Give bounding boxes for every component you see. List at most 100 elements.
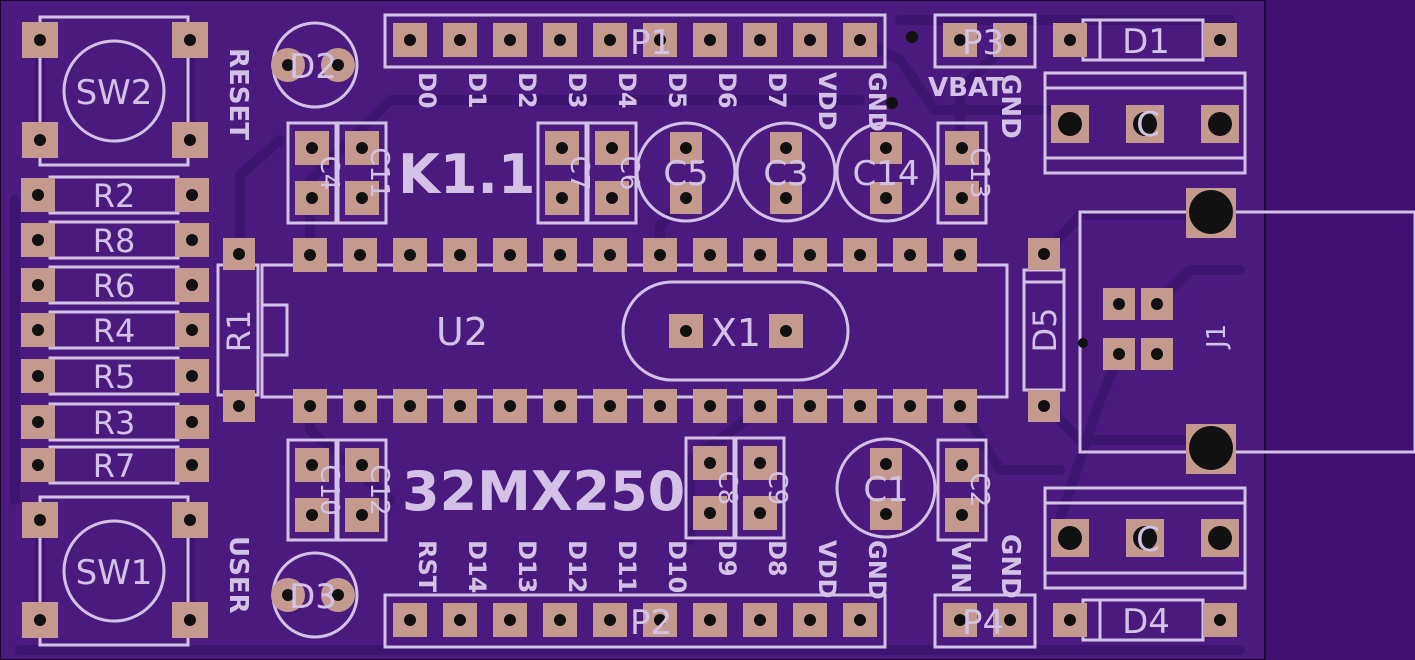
led-d3: D3 [271,551,359,639]
header-p2-pin [693,603,727,637]
c12-label: C12 [364,464,394,515]
p1-pin-label: VDD [813,72,841,130]
vbat-label: VBAT [928,73,1004,103]
ic-u2-pins-bottom [293,389,977,423]
cap-c3: C3 [735,121,837,223]
ic-u2-pin [643,389,677,423]
resistor-r5: R5 [21,356,209,396]
ic-u2-pin [693,389,727,423]
header-p1-pin [843,23,877,57]
header-p1-pin [693,23,727,57]
diode-d4: D4 [1053,598,1237,642]
resistor-r1: R1 [216,238,260,422]
cap-c13: C13 [936,121,994,225]
resistor-pad [21,405,55,439]
resistor-pad [21,268,55,302]
sw2-label: SW2 [76,73,153,113]
resistor-pad [21,313,55,347]
cap-pad [743,496,777,530]
r6-label: R6 [93,267,136,305]
cap-c12: C12 [336,438,394,542]
vin-label: VIN [945,542,975,594]
header-p2-pin [843,603,877,637]
header-p2 [393,603,877,637]
ic-u2-pins-top [293,238,977,272]
p2-pin-label: D8 [763,540,791,577]
cap-c14: C14 [835,121,937,223]
resistor-r3: R3 [21,402,209,442]
p1-pin-label: D5 [663,72,691,109]
cap-pad [693,496,727,530]
p2-pin-label: D13 [513,540,541,593]
reset-label: RESET [223,48,253,140]
resistor-pad [21,223,55,257]
ic-u2-pin [493,238,527,272]
r4-label: R4 [93,312,136,350]
led-d2: D2 [271,21,359,109]
cap-pad [945,181,979,215]
ic-u2-pin [793,238,827,272]
regulator-bottom: C [1043,486,1247,590]
p1-pin-label: D3 [563,72,591,109]
header-p2-pin [643,603,677,637]
c1-label: C1 [863,470,908,510]
resistor-pad [175,223,209,257]
cap-pad [345,181,379,215]
board-outside [1265,0,1415,660]
cap-pad [693,446,727,480]
cap-pad [295,131,329,165]
ic-u2-pin [793,389,827,423]
p1-pin-label: D1 [463,72,491,109]
resistor-pad [21,359,55,393]
d1-label: D1 [1122,22,1170,62]
ic-u2-pin [443,389,477,423]
ic-u2-pin [643,238,677,272]
resistor-r4: R4 [21,310,209,350]
ic-u2-pin [893,389,927,423]
ic-u2-pin [693,238,727,272]
p2-pin-label: D11 [613,540,641,593]
cap-pad [545,181,579,215]
crystal-x1: X1 [621,280,850,382]
cap-c5: C5 [635,121,737,223]
header-p1-pin [743,23,777,57]
cap-pad [945,448,979,482]
r8-label: R8 [93,222,136,260]
p2-pin-label: D10 [663,540,691,593]
resistor-pad [175,359,209,393]
header-p1-pin [493,23,527,57]
c13-label: C13 [964,147,994,198]
header-p1-pin [793,23,827,57]
c5-label: C5 [663,154,708,194]
diode-d1: D1 [1053,18,1237,62]
version-label: K1.1 [398,143,536,206]
d5-label: D5 [1026,308,1064,353]
resistor-pad [175,448,209,482]
r2-label: R2 [93,177,136,215]
resistor-r2: R2 [21,175,209,215]
header-p4: P4 [933,593,1037,649]
cap-c4: C4 [286,121,344,225]
x1-label: X1 [711,311,761,355]
cap-pad [945,498,979,532]
d2-label: D2 [289,47,337,87]
switch-sw1: SW1 [22,495,208,647]
ic-top-label: C [1136,105,1160,145]
r3-label: R3 [93,404,136,442]
resistor-r8: R8 [21,220,209,260]
p2-label: P2 [630,603,672,643]
u2-label: U2 [436,310,488,354]
switch-sw2: SW2 [22,15,208,167]
cap-pad [345,448,379,482]
cap-pad [945,131,979,165]
ic-u2-pin [593,238,627,272]
p2-pin-label: D14 [463,540,491,593]
c9-label: C9 [762,471,792,506]
via [886,97,898,109]
part-label: 32MX250 [402,460,685,523]
ic-u2-pin [293,389,327,423]
resistor-pad [21,178,55,212]
